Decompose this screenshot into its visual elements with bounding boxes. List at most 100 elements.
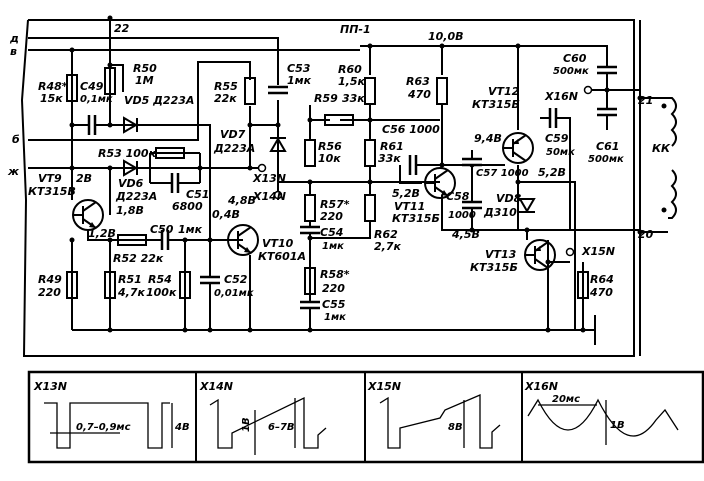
transistor-vt13	[524, 239, 556, 271]
cap-gap	[300, 302, 320, 308]
c57-label: C57 1000	[476, 168, 529, 179]
x13n-label: X13N	[252, 172, 286, 185]
emitter-arrow	[244, 247, 251, 253]
capacitor-c56	[408, 155, 418, 175]
junction-dot	[580, 327, 586, 333]
junction-dot	[107, 122, 113, 128]
capacitor-c52	[200, 275, 220, 285]
c55-label: C55	[322, 298, 346, 311]
r58-value: 220	[322, 282, 345, 295]
capacitor-c61	[597, 107, 617, 117]
c58-label: C58	[446, 190, 470, 203]
wire	[28, 152, 262, 215]
pin-22: 22	[114, 22, 130, 35]
diode-vd8	[518, 198, 536, 213]
junction-dot	[367, 117, 373, 123]
wire	[71, 172, 251, 330]
r62-value: 2,7к	[374, 240, 401, 253]
vt11-value: КТ315Б	[392, 212, 440, 225]
waveform-title: X16N	[524, 380, 558, 393]
vt9-label: VT9	[38, 172, 62, 185]
junction-dot	[604, 87, 610, 93]
junction-dot	[107, 165, 113, 171]
junction-dot	[247, 122, 253, 128]
cap-plates	[87, 115, 97, 135]
r62-label: R62	[374, 228, 398, 241]
voltage-vt12-e: 5,2В	[538, 166, 566, 179]
capacitor-c55	[300, 300, 320, 310]
r60-label: R60	[338, 63, 362, 76]
r64-label: R64	[590, 273, 614, 286]
cap-plates	[462, 157, 482, 167]
vt13-label: VT13	[485, 248, 517, 261]
voltage-vt11-e: 5,2В	[392, 187, 420, 200]
junction-dot	[307, 117, 313, 123]
c54-value: 1мк	[322, 241, 344, 252]
c53-value: 1мк	[287, 74, 312, 87]
resistor-r64	[577, 271, 589, 299]
emitter-arrow	[441, 190, 448, 196]
coil-dot	[661, 207, 667, 213]
cap-gap	[597, 67, 617, 73]
voltage-vd6: 1,8В	[116, 204, 144, 217]
cap-gap	[200, 277, 220, 283]
c50-label: C50	[150, 223, 174, 236]
transistor-leads	[503, 134, 527, 162]
junction-dot	[367, 43, 373, 49]
voltage-vt9-e: 1,2В	[88, 227, 116, 240]
c56-label: C56 1000	[382, 123, 440, 136]
cap-gap	[300, 227, 320, 233]
junction-dot	[469, 227, 475, 233]
waveform-x14n: X14N 1В 6–7В	[199, 380, 327, 455]
transistor-vt9	[72, 199, 104, 231]
wire	[28, 37, 279, 85]
r48-label: R48*	[38, 80, 68, 93]
cap-gap	[162, 230, 168, 250]
junction-dot	[182, 237, 188, 243]
capacitor-c50	[160, 230, 170, 250]
x14n-label: X14N	[252, 190, 286, 203]
junction-dot	[545, 259, 551, 265]
r61-label: R61	[380, 140, 404, 153]
bus-d: д	[9, 32, 19, 45]
c51-label: C51	[186, 188, 209, 201]
cap-gap	[172, 173, 178, 193]
r52-label: R52 22к	[113, 252, 164, 265]
junction-dot	[307, 179, 313, 185]
junction-dot	[247, 327, 253, 333]
capacitor-c58	[462, 200, 482, 210]
r54-label: R54	[148, 273, 172, 286]
resistor-r55	[244, 77, 256, 105]
cap-plates	[200, 275, 220, 285]
cap-plates	[300, 300, 320, 310]
c59-value: 50мк	[546, 147, 575, 158]
c60-label: C60	[563, 52, 587, 65]
resistor-r53	[155, 147, 185, 159]
r48-value: 15к	[40, 92, 63, 105]
voltage-c58: 4,5В	[451, 228, 480, 241]
r59-value: 33к	[342, 92, 365, 105]
resistor-r54	[179, 271, 191, 299]
junction-dot	[207, 327, 213, 333]
resistor-r56	[304, 139, 316, 167]
r51-value: 4,7к	[117, 286, 145, 299]
transistor-vt12	[502, 132, 534, 164]
voltage-vt9-c: 2В	[76, 172, 92, 185]
capacitor-c53	[268, 85, 288, 95]
vd6-value: Д223А	[115, 190, 157, 203]
emitter-arrow	[513, 139, 519, 144]
junction-dot	[247, 165, 253, 171]
r63-value: 470	[407, 88, 431, 101]
relay-coil-kk	[668, 97, 677, 219]
resistor-r57	[304, 194, 316, 222]
cap-plates	[597, 107, 617, 117]
junction-dot	[307, 327, 313, 333]
test-point-terminal	[565, 247, 575, 257]
capacitor-c51	[170, 173, 180, 193]
junction-dot	[275, 122, 281, 128]
junction-dot	[107, 62, 113, 68]
capacitor-c54	[300, 225, 320, 235]
c61-label: C61	[596, 140, 619, 153]
junction-dot	[207, 237, 213, 243]
